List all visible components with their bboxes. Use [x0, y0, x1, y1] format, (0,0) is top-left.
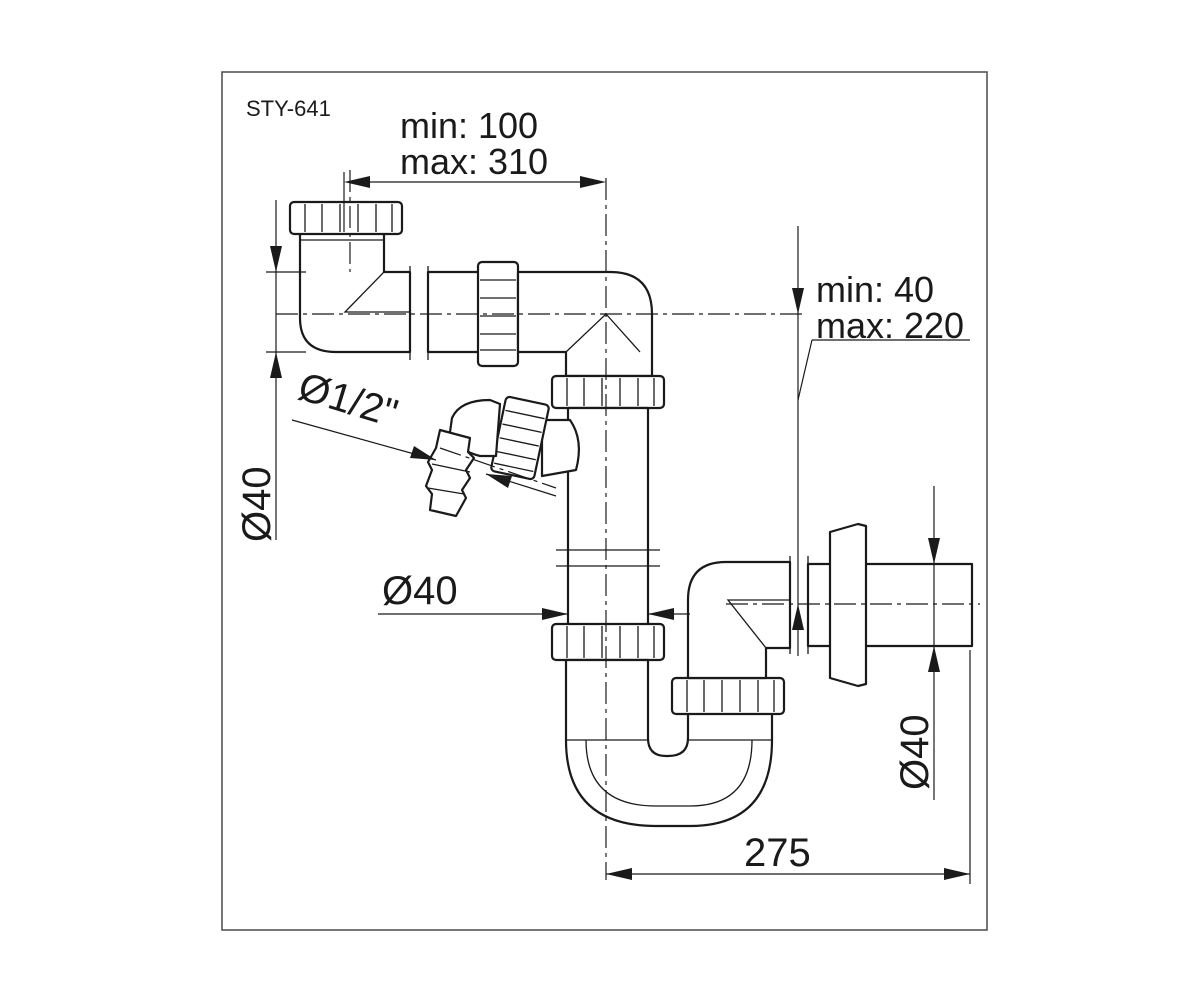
side-connector-assembly [424, 395, 581, 518]
dimension-side-connector [291, 419, 557, 497]
outlet-break-marks [789, 556, 809, 654]
horizontal-max-label: max: 310 [400, 141, 548, 182]
upper-elbow-tee [516, 270, 654, 378]
horizontal-min-label: min: 100 [400, 105, 538, 146]
u-trap [564, 658, 774, 828]
outlet-length-label: 275 [744, 831, 811, 875]
trap-outlet-nut [670, 676, 786, 716]
dimension-outlet-diameter [928, 486, 940, 800]
inlet-diameter-label: Ø40 [235, 466, 279, 542]
drawing-frame [221, 71, 988, 931]
dimension-pipe-diameter [378, 608, 690, 620]
center-lines [276, 170, 980, 880]
model-label: STY-641 [246, 96, 331, 121]
hose-barb [424, 428, 476, 518]
vertical-min-label: min: 40 [816, 269, 934, 310]
vertical-max-label: max: 220 [816, 305, 964, 346]
wall-rosette [828, 522, 868, 688]
pipe-diameter-label: Ø40 [382, 569, 458, 613]
inlet-nut [288, 200, 404, 236]
dimension-horizontal-adjust [343, 172, 606, 232]
dimension-vertical-adjust [792, 226, 970, 656]
vertical-break-marks [556, 549, 660, 567]
sink-inlet-elbow [288, 200, 412, 354]
lower-vertical-nut [550, 622, 666, 662]
outlet-pipe [806, 522, 974, 688]
horizontal-break-marks [409, 266, 429, 360]
outlet-elbow [686, 560, 792, 680]
dimension-inlet-diameter [266, 200, 306, 540]
dimension-outlet-length [606, 650, 971, 884]
inlet-nut-ribs [304, 204, 393, 232]
upper-vertical-nut [550, 374, 666, 410]
outlet-diameter-label: Ø40 [893, 714, 937, 790]
